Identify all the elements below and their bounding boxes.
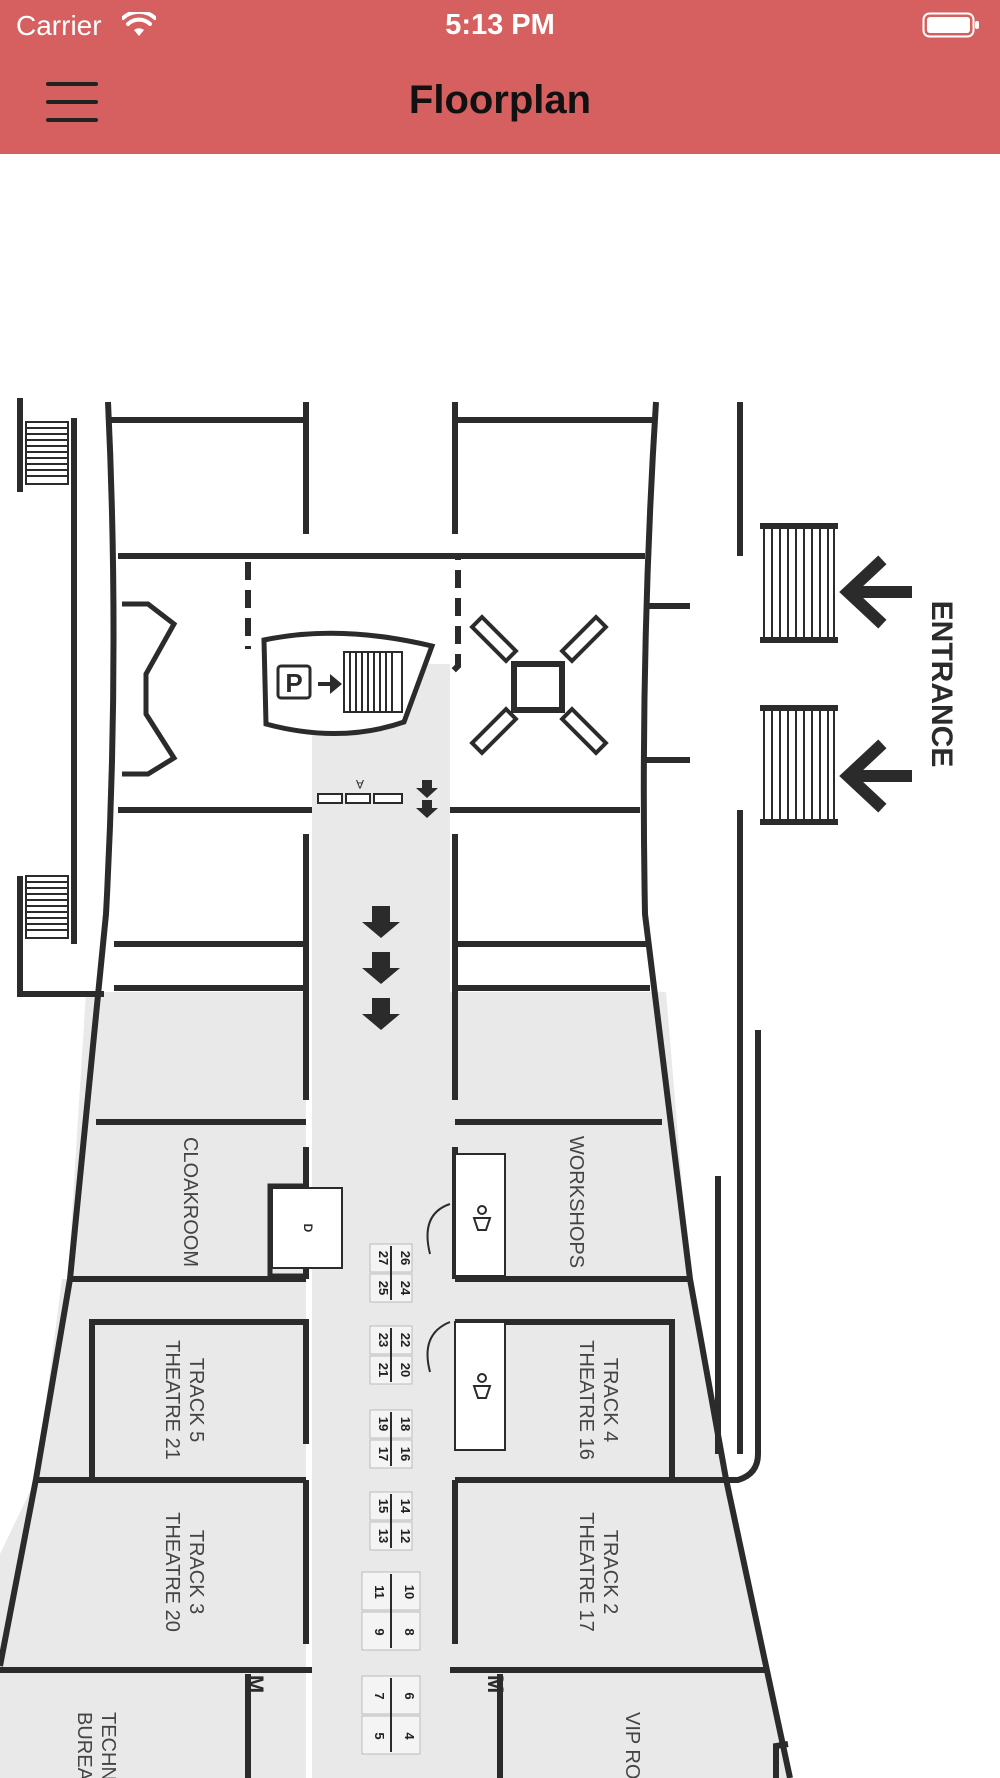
room-track5-line1: TRACK 5 [185,1358,207,1442]
room-technical-line1: TECHNI [97,1712,119,1778]
carrier-label: Carrier [16,10,102,41]
booth-8: 8 [402,1628,417,1635]
stairs-left-top [25,421,69,485]
booth-24: 24 [398,1281,413,1296]
booth-17: 17 [376,1447,391,1461]
booth-19: 19 [376,1417,391,1431]
booth-4: 4 [402,1732,417,1740]
lift-marker-left: M [243,1675,268,1693]
room-workshops: WORKSHOPS [565,1136,587,1268]
stairs-left-bottom [25,875,69,939]
toilet-area-top [426,1153,506,1277]
down-arrows-small [416,780,438,818]
entrance-label: ENTRANCE [925,601,958,768]
room-track2-line2: THEATRE 17 [575,1512,597,1632]
hamburger-menu-icon[interactable] [46,80,100,124]
down-arrows-corridor [362,906,400,1030]
page-title: Floorplan [408,78,592,122]
booth-15: 15 [376,1499,391,1513]
room-track2-line1: TRACK 2 [599,1530,621,1614]
kiosk-a-label: A [356,777,364,791]
room-track3-line1: TRACK 3 [185,1530,207,1614]
booth-7: 7 [372,1692,387,1699]
stairs-entrance-top [763,527,835,639]
booth-14: 14 [398,1499,413,1514]
stairs-entrance-bottom [763,709,835,821]
booth-16: 16 [398,1447,413,1461]
room-track4-line1: TRACK 4 [599,1358,621,1442]
room-cloakroom: CLOAKROOM [179,1137,201,1267]
floorplan-map[interactable]: P A [0,154,1000,1778]
booth-13: 13 [376,1529,391,1543]
booth-6: 6 [402,1692,417,1699]
room-track4-line2: THEATRE 16 [575,1340,597,1460]
booth-9: 9 [372,1628,387,1635]
booth-26: 26 [398,1251,413,1265]
booth-d-label: D [301,1224,315,1233]
booth-18: 18 [398,1417,413,1431]
booth-12: 12 [398,1529,413,1543]
status-bar: Carrier 5:13 PM [0,0,1000,50]
lift-marker-right: M [483,1675,508,1693]
parking-label: P [285,668,302,698]
room-track5-line2: THEATRE 21 [161,1340,183,1460]
room-technical-line2: BUREA [73,1712,95,1778]
booth-25: 25 [376,1281,391,1295]
stairs-entrance-edges [760,523,838,825]
room-track3-line2: THEATRE 20 [161,1512,183,1632]
booth-22: 22 [398,1333,413,1347]
status-time: 5:13 PM [445,9,555,41]
booth-11: 11 [372,1585,387,1599]
booth-20: 20 [398,1363,413,1377]
booth-23: 23 [376,1333,391,1347]
toilet-area-bottom [426,1321,506,1451]
floorplan-drawing: P A [0,398,958,1778]
booth-21: 21 [376,1363,391,1377]
booth-10: 10 [402,1585,417,1599]
room-vip: VIP RO [621,1712,643,1778]
battery-icon [922,12,979,38]
parking-icon [276,664,312,700]
booth-5: 5 [372,1732,387,1739]
booth-27: 27 [376,1251,391,1265]
nav-bar: Floorplan [0,50,1000,154]
entrance-arrows [839,555,912,813]
wifi-icon [122,12,156,36]
